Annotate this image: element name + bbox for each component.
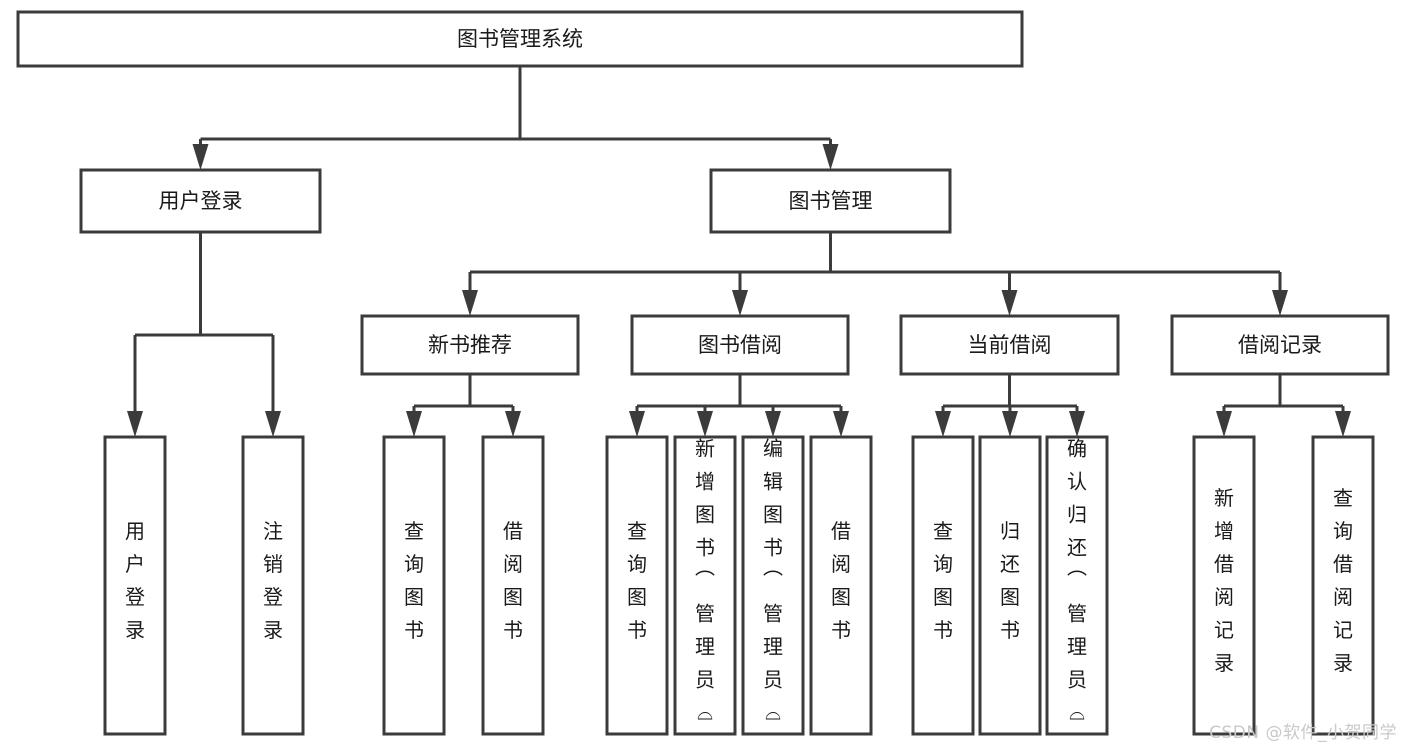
node-user-login-box[interactable]: [79, 168, 322, 234]
csdn-watermark: CSDN @软件_小贺同学: [1209, 723, 1397, 743]
node-book-borrow[interactable]: 图书借阅: [630, 314, 850, 376]
node-leaf-user-login-box[interactable]: [103, 435, 167, 736]
node-leaf-query-book-2-label: 查询图书: [627, 519, 647, 642]
node-current-borrow[interactable]: 当前借阅: [899, 314, 1120, 376]
new-book-recommend-to-0-arrowhead: [406, 411, 422, 437]
root-to-1-arrowhead: [822, 144, 839, 170]
node-leaf-confirm-return-box[interactable]: [1045, 435, 1109, 736]
book-management-to-2-arrowhead: [1001, 290, 1018, 316]
book-management-to-1-arrowhead: [732, 290, 748, 316]
node-current-borrow-box[interactable]: [899, 314, 1120, 376]
node-root-label: 图书管理系统: [457, 27, 583, 51]
node-current-borrow-label: 当前借阅: [968, 333, 1052, 357]
node-leaf-borrow-book-1-label: 借阅图书: [503, 519, 523, 642]
node-leaf-query-record-box[interactable]: [1311, 435, 1375, 736]
node-leaf-edit-book-box[interactable]: [741, 435, 805, 736]
node-leaf-query-record-label: 查询借阅记录: [1333, 486, 1353, 675]
node-leaf-user-login-label: 用户登录: [125, 519, 145, 642]
book-borrow-to-1-arrowhead: [697, 411, 713, 437]
node-leaf-edit-book[interactable]: 编辑图书⌒管理员⌓: [741, 435, 805, 736]
current-borrow-to-2-arrowhead: [1069, 411, 1085, 437]
node-leaf-user-logout-box[interactable]: [241, 435, 305, 736]
node-leaf-return-book[interactable]: 归还图书: [978, 435, 1042, 736]
node-leaf-borrow-book-1-box[interactable]: [481, 435, 545, 736]
node-new-book-recommend-box[interactable]: [360, 314, 580, 376]
book-borrow-to-3-arrowhead: [833, 411, 849, 437]
node-leaf-user-login[interactable]: 用户登录: [103, 435, 167, 736]
node-leaf-add-book[interactable]: 新增图书⌒管理员⌓: [673, 435, 737, 736]
node-leaf-add-book-label: 新增图书⌒管理员⌓: [695, 437, 715, 725]
node-leaf-query-book-3-box[interactable]: [911, 435, 975, 736]
node-leaf-add-record[interactable]: 新增借阅记录: [1192, 435, 1256, 736]
node-borrow-record[interactable]: 借阅记录: [1170, 314, 1390, 376]
node-leaf-confirm-return-label: 确认归还⌒管理员⌓: [1067, 437, 1087, 725]
node-leaf-edit-book-label: 编辑图书⌒管理员⌓: [763, 437, 783, 725]
node-leaf-confirm-return[interactable]: 确认归还⌒管理员⌓: [1045, 435, 1109, 736]
node-new-book-recommend-label: 新书推荐: [428, 333, 512, 357]
current-borrow-to-0-arrowhead: [935, 411, 951, 437]
node-leaf-borrow-book-2-box[interactable]: [809, 435, 873, 736]
connectors-layer: [127, 66, 1351, 437]
node-book-borrow-box[interactable]: [630, 314, 850, 376]
node-leaf-borrow-book-2[interactable]: 借阅图书: [809, 435, 873, 736]
node-leaf-return-book-label: 归还图书: [1000, 519, 1020, 642]
node-new-book-recommend[interactable]: 新书推荐: [360, 314, 580, 376]
borrow-record-to-0-arrowhead: [1216, 411, 1232, 437]
node-borrow-record-label: 借阅记录: [1238, 333, 1322, 357]
node-borrow-record-box[interactable]: [1170, 314, 1390, 376]
root-to-0-arrowhead: [192, 144, 209, 170]
node-user-login[interactable]: 用户登录: [79, 168, 322, 234]
node-leaf-return-book-box[interactable]: [978, 435, 1042, 736]
current-borrow-to-1-arrowhead: [1002, 411, 1018, 437]
new-book-recommend-to-1-arrowhead: [505, 411, 521, 437]
node-leaf-borrow-book-1[interactable]: 借阅图书: [481, 435, 545, 736]
node-book-management-label: 图书管理: [789, 189, 873, 213]
nodes-layer: 图书管理系统用户登录图书管理新书推荐图书借阅当前借阅借阅记录用户登录注销登录查询…: [16, 10, 1390, 736]
book-management-to-0-arrowhead: [462, 290, 478, 316]
node-root-box[interactable]: [16, 10, 1024, 68]
node-leaf-query-book-1-box[interactable]: [382, 435, 446, 736]
node-root[interactable]: 图书管理系统: [16, 10, 1024, 68]
node-leaf-query-book-1[interactable]: 查询图书: [382, 435, 446, 736]
node-book-management[interactable]: 图书管理: [709, 168, 952, 234]
node-leaf-query-book-3-label: 查询图书: [933, 519, 953, 642]
node-leaf-add-record-box[interactable]: [1192, 435, 1256, 736]
node-book-borrow-label: 图书借阅: [698, 333, 782, 357]
borrow-record-to-1-arrowhead: [1335, 411, 1351, 437]
book-borrow-to-2-arrowhead: [765, 411, 781, 437]
node-leaf-query-book-2[interactable]: 查询图书: [605, 435, 669, 736]
book-management-to-3-arrowhead: [1272, 290, 1288, 316]
node-leaf-user-logout-label: 注销登录: [263, 519, 283, 642]
node-leaf-query-book-3[interactable]: 查询图书: [911, 435, 975, 736]
book-borrow-to-0-arrowhead: [629, 411, 645, 437]
node-leaf-query-record[interactable]: 查询借阅记录: [1311, 435, 1375, 736]
node-leaf-query-book-1-label: 查询图书: [404, 519, 424, 642]
node-book-management-box[interactable]: [709, 168, 952, 234]
node-leaf-add-book-box[interactable]: [673, 435, 737, 736]
user-login-to-0-arrowhead: [127, 411, 143, 437]
node-leaf-borrow-book-2-label: 借阅图书: [831, 519, 851, 642]
node-user-login-label: 用户登录: [159, 189, 243, 213]
node-leaf-user-logout[interactable]: 注销登录: [241, 435, 305, 736]
node-leaf-query-book-2-box[interactable]: [605, 435, 669, 736]
user-login-to-1-arrowhead: [265, 411, 281, 437]
node-leaf-add-record-label: 新增借阅记录: [1214, 486, 1234, 675]
